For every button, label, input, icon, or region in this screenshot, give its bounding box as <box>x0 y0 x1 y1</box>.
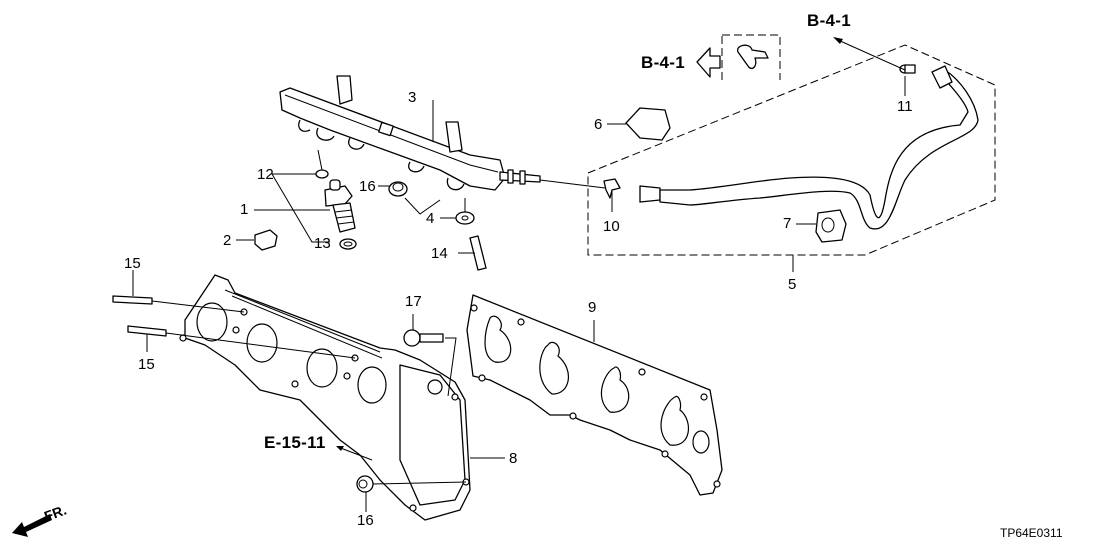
flange-nut-16-bottom[interactable] <box>356 475 374 493</box>
reference-link-b-4-1[interactable]: B-4-1 <box>641 53 686 72</box>
stud-bolt-14[interactable] <box>469 235 487 271</box>
callout-7[interactable]: 7 <box>783 215 792 232</box>
callout-2[interactable]: 2 <box>223 232 232 249</box>
callout-16-top[interactable]: 16 <box>359 178 376 195</box>
front-arrow-icon <box>12 514 52 537</box>
stud-bolt-15-top[interactable] <box>112 295 153 305</box>
hose-clamp-7[interactable] <box>815 209 847 243</box>
hose-assembly-outline <box>587 44 996 256</box>
callout-16-bottom[interactable]: 16 <box>357 512 374 529</box>
clip-2[interactable] <box>254 229 278 251</box>
callout-15-top[interactable]: 15 <box>124 255 141 272</box>
stud-bolt-15-bottom[interactable] <box>127 325 167 337</box>
washer-4[interactable] <box>455 211 475 225</box>
clip-reference-image <box>737 44 769 70</box>
callout-8[interactable]: 8 <box>509 450 518 467</box>
callout-9[interactable]: 9 <box>588 299 597 316</box>
callout-4[interactable]: 4 <box>426 210 435 227</box>
callout-6[interactable]: 6 <box>594 116 603 133</box>
callout-10[interactable]: 10 <box>603 218 620 235</box>
reference-box <box>721 34 781 80</box>
reference-arrow-icon <box>696 47 721 78</box>
fuel-feed-hose[interactable] <box>639 65 979 230</box>
callout-14[interactable]: 14 <box>431 245 448 262</box>
reference-link-b-4-1-top[interactable]: B-4-1 <box>807 11 852 30</box>
flange-bolt-17[interactable] <box>403 329 444 347</box>
callout-13[interactable]: 13 <box>314 235 331 252</box>
reference-link-e-15-11[interactable]: E-15-11 <box>264 433 326 452</box>
intake-manifold[interactable] <box>179 274 471 521</box>
callout-15-bottom[interactable]: 15 <box>138 356 155 373</box>
o-ring-12[interactable] <box>315 169 329 179</box>
callout-5[interactable]: 5 <box>788 276 797 293</box>
callout-12[interactable]: 12 <box>257 166 274 183</box>
o-ring-13[interactable] <box>339 238 357 250</box>
callout-3[interactable]: 3 <box>408 89 417 106</box>
diagram-code: TP64E0311 <box>1000 526 1063 540</box>
callout-1[interactable]: 1 <box>240 201 249 218</box>
callout-11[interactable]: 11 <box>897 98 913 115</box>
flange-nut-16-top[interactable] <box>388 181 408 197</box>
fuel-rail[interactable] <box>279 75 541 191</box>
clamp-6[interactable] <box>625 107 671 141</box>
manifold-gasket[interactable] <box>466 294 723 496</box>
injector[interactable] <box>324 179 356 233</box>
callout-17[interactable]: 17 <box>405 293 422 310</box>
clip-11[interactable] <box>899 64 916 74</box>
